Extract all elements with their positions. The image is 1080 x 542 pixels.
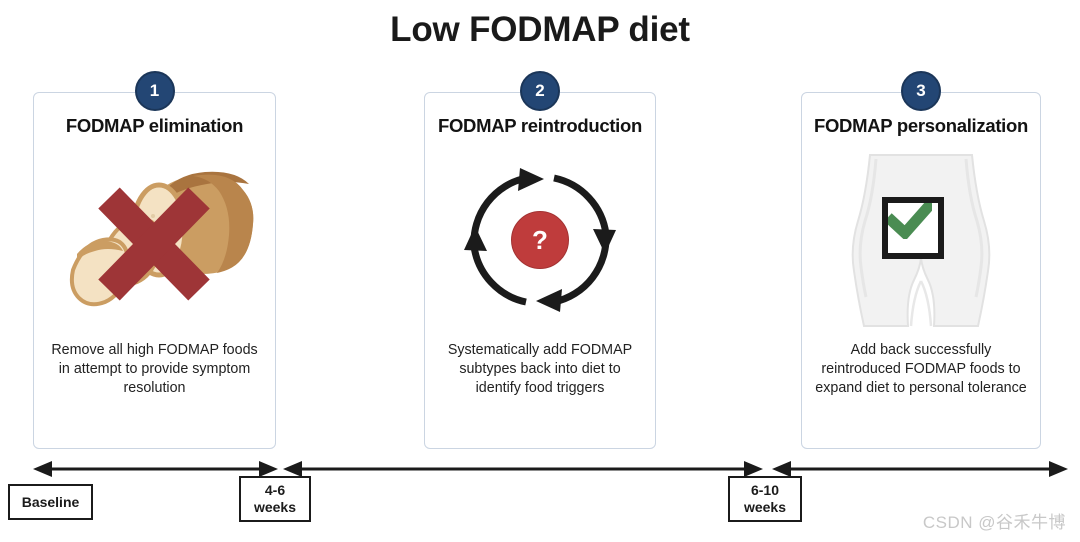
arrow-left-3 [772, 461, 791, 477]
arrow-right-1 [259, 461, 278, 477]
timeline-box-baseline-line1: Baseline [21, 493, 80, 510]
stage-card-elimination: 1 FODMAP elimination [33, 71, 276, 449]
arrow-left-2 [283, 461, 302, 477]
timeline-box-4-6-weeks-line2: weeks [253, 499, 297, 515]
stage-title-3: FODMAP personalization [813, 115, 1029, 136]
timeline-box-6-10-weeks-line1: 6-10 [750, 482, 780, 498]
stage-badge-3: 3 [901, 71, 941, 111]
torso-with-green-check-icon [846, 153, 996, 328]
watermark: CSDN @谷禾牛博 [922, 513, 1066, 532]
timeline-box-4-6-weeks: 4-6 weeks [239, 476, 311, 522]
stage-title-1: FODMAP elimination [65, 115, 244, 136]
timeline [0, 455, 1080, 542]
stage-badge-2: 2 [520, 71, 560, 111]
arrow-right-3 [1049, 461, 1068, 477]
page-title: Low FODMAP diet [390, 10, 690, 49]
bread-loaf-with-red-x-icon [47, 158, 262, 323]
timeline-box-baseline: Baseline [8, 484, 93, 520]
stage-card-reintroduction: 2 FODMAP reintroduction ? Systematically… [424, 71, 656, 449]
stage-figure-3 [802, 145, 1040, 335]
timeline-box-4-6-weeks-line1: 4-6 [264, 482, 286, 498]
timeline-box-6-10-weeks-line2: weeks [743, 499, 787, 515]
check-box-frame [882, 196, 944, 259]
question-mark-icon: ? [511, 211, 569, 269]
green-check-icon [888, 202, 932, 239]
stage-title-2: FODMAP reintroduction [437, 115, 643, 136]
stage-badge-1: 1 [134, 71, 175, 111]
stage-card-personalization: 3 FODMAP personalization Add back succes… [801, 71, 1041, 449]
cycle-arrows-with-question-mark-icon: ? [460, 160, 620, 320]
stage-body-1: Remove all high FODMAP foods in attempt … [51, 342, 258, 396]
timeline-box-6-10-weeks: 6-10 weeks [728, 476, 802, 522]
stage-figure-1 [34, 145, 275, 335]
arrow-left-1 [33, 461, 52, 477]
arrow-right-2 [744, 461, 763, 477]
stage-body-3: Add back successfully reintroduced FODMA… [815, 342, 1027, 396]
stage-figure-2: ? [425, 145, 655, 335]
stage-body-2: Systematically add FODMAP subtypes back … [447, 342, 633, 396]
